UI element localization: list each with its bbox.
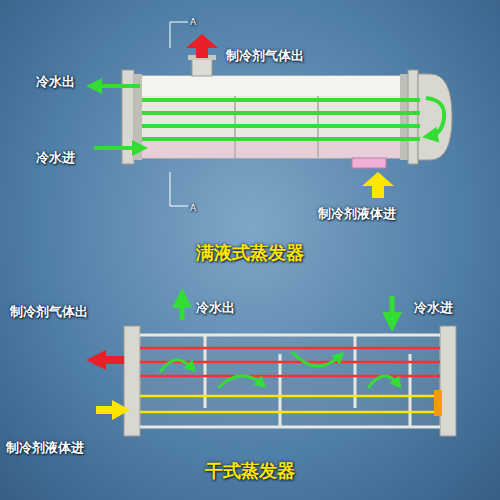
water-label: 冷水出 bbox=[196, 300, 235, 316]
water-label: 冷水出 bbox=[36, 74, 75, 90]
section-mark: A bbox=[190, 14, 196, 30]
port-label: 制冷剂气体出 bbox=[10, 304, 88, 320]
section-mark: A bbox=[190, 200, 196, 216]
water-label: 冷水进 bbox=[414, 300, 453, 316]
flooded-evaporator bbox=[94, 22, 452, 206]
port-label: 制冷剂液体进 bbox=[318, 206, 396, 222]
caption: 满液式蒸发器 bbox=[196, 242, 304, 264]
dry-evaporator bbox=[86, 296, 456, 436]
port-label: 制冷剂液体进 bbox=[6, 440, 84, 456]
port-label: 制冷剂气体出 bbox=[226, 48, 304, 64]
caption: 干式蒸发器 bbox=[205, 460, 295, 482]
water-label: 冷水进 bbox=[36, 150, 75, 166]
